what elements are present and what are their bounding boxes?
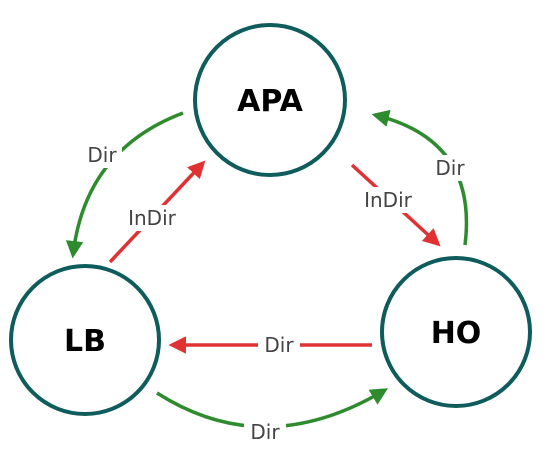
node-lb: LB bbox=[9, 264, 161, 416]
edge-label-ho-lb: Dir bbox=[264, 333, 294, 357]
edge-label-lb-apa: InDir bbox=[128, 206, 177, 230]
edge-ho-to-apa: Dir bbox=[371, 109, 470, 246]
edge-lb-to-ho: Dir bbox=[156, 388, 389, 445]
node-apa: APA bbox=[193, 23, 347, 177]
edge-label-ho-apa: Dir bbox=[435, 156, 465, 180]
edge-label-apa-lb: Dir bbox=[87, 143, 117, 167]
node-ho: HO bbox=[380, 256, 532, 408]
node-label-lb: LB bbox=[64, 324, 106, 359]
edge-lb-to-apa: InDir bbox=[108, 160, 206, 264]
edge-apa-to-ho: InDir bbox=[350, 163, 441, 247]
edge-apa-to-lb: Dir bbox=[65, 111, 184, 259]
edge-label-lb-ho: Dir bbox=[250, 420, 280, 444]
edge-label-apa-ho: InDir bbox=[364, 188, 413, 212]
edge-ho-to-lb: Dir bbox=[168, 332, 372, 358]
node-label-apa: APA bbox=[237, 84, 303, 119]
node-label-ho: HO bbox=[431, 316, 482, 351]
